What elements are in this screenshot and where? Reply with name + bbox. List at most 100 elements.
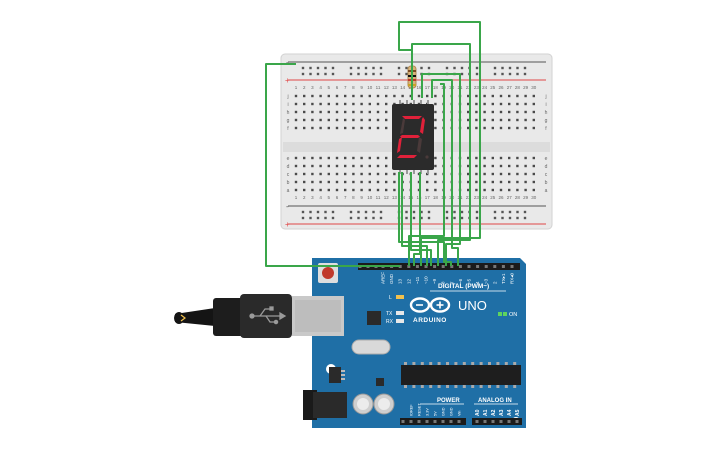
power-header-pin[interactable] bbox=[417, 420, 421, 423]
terminal-hole[interactable] bbox=[516, 172, 519, 176]
terminal-hole[interactable] bbox=[483, 126, 486, 130]
terminal-hole[interactable] bbox=[516, 102, 519, 106]
rail-hole[interactable] bbox=[331, 66, 335, 70]
jumper-wires[interactable] bbox=[265, 21, 481, 267]
terminal-hole[interactable] bbox=[508, 180, 511, 184]
terminal-hole[interactable] bbox=[467, 164, 470, 168]
rail-hole[interactable] bbox=[412, 210, 416, 214]
power-header-pin[interactable] bbox=[401, 420, 405, 423]
terminal-hole[interactable] bbox=[467, 94, 470, 98]
terminal-hole[interactable] bbox=[426, 94, 429, 98]
rail-hole[interactable] bbox=[301, 72, 305, 76]
terminal-hole[interactable] bbox=[434, 172, 437, 176]
rail-hole[interactable] bbox=[493, 72, 497, 76]
terminal-hole[interactable] bbox=[319, 118, 322, 122]
terminal-hole[interactable] bbox=[483, 118, 486, 122]
terminal-hole[interactable] bbox=[467, 102, 470, 106]
rail-hole[interactable] bbox=[412, 216, 416, 220]
terminal-hole[interactable] bbox=[499, 118, 503, 122]
analog-header-pin[interactable] bbox=[515, 420, 519, 423]
terminal-hole[interactable] bbox=[368, 118, 371, 122]
terminal-hole[interactable] bbox=[368, 110, 371, 114]
terminal-hole[interactable] bbox=[475, 94, 478, 98]
terminal-hole[interactable] bbox=[499, 94, 503, 98]
rail-hole[interactable] bbox=[445, 66, 449, 70]
terminal-hole[interactable] bbox=[434, 180, 437, 184]
terminal-hole[interactable] bbox=[499, 172, 503, 176]
terminal-hole[interactable] bbox=[327, 172, 330, 176]
terminal-hole[interactable] bbox=[352, 102, 355, 106]
terminal-hole[interactable] bbox=[327, 110, 330, 114]
rail-hole[interactable] bbox=[445, 210, 449, 214]
terminal-hole[interactable] bbox=[303, 102, 306, 106]
terminal-hole[interactable] bbox=[335, 118, 339, 122]
terminal-hole[interactable] bbox=[516, 164, 519, 168]
rail-hole[interactable] bbox=[372, 210, 375, 214]
terminal-hole[interactable] bbox=[499, 188, 503, 192]
rail-hole[interactable] bbox=[516, 66, 519, 70]
terminal-hole[interactable] bbox=[385, 118, 388, 122]
terminal-hole[interactable] bbox=[311, 172, 314, 176]
rail-hole[interactable] bbox=[508, 72, 512, 76]
terminal-hole[interactable] bbox=[524, 110, 527, 114]
rail-hole[interactable] bbox=[379, 66, 383, 70]
terminal-hole[interactable] bbox=[352, 156, 355, 160]
terminal-hole[interactable] bbox=[311, 188, 314, 192]
terminal-hole[interactable] bbox=[368, 164, 371, 168]
seven-segment-display[interactable] bbox=[392, 100, 434, 174]
terminal-hole[interactable] bbox=[294, 118, 298, 122]
terminal-hole[interactable] bbox=[311, 126, 314, 130]
header-pin-TX▸1[interactable] bbox=[501, 265, 505, 268]
terminal-hole[interactable] bbox=[311, 164, 314, 168]
terminal-hole[interactable] bbox=[417, 94, 421, 98]
rail-hole[interactable] bbox=[523, 210, 527, 214]
rail-hole[interactable] bbox=[523, 216, 527, 220]
terminal-hole[interactable] bbox=[524, 118, 527, 122]
rail-hole[interactable] bbox=[397, 72, 401, 76]
terminal-hole[interactable] bbox=[327, 164, 330, 168]
terminal-hole[interactable] bbox=[467, 180, 470, 184]
terminal-hole[interactable] bbox=[368, 126, 371, 130]
power-header-pin[interactable] bbox=[433, 420, 437, 423]
header-pin-12[interactable] bbox=[407, 265, 411, 268]
rail-hole[interactable] bbox=[460, 210, 464, 214]
wire-seg-b[interactable] bbox=[421, 73, 461, 266]
rail-hole[interactable] bbox=[516, 216, 519, 220]
rail-hole[interactable] bbox=[372, 216, 375, 220]
terminal-hole[interactable] bbox=[467, 110, 470, 114]
rail-hole[interactable] bbox=[501, 216, 504, 220]
terminal-hole[interactable] bbox=[434, 118, 437, 122]
terminal-hole[interactable] bbox=[327, 126, 330, 130]
terminal-hole[interactable] bbox=[303, 164, 306, 168]
terminal-hole[interactable] bbox=[385, 126, 388, 130]
terminal-hole[interactable] bbox=[491, 118, 494, 122]
terminal-hole[interactable] bbox=[303, 156, 306, 160]
terminal-hole[interactable] bbox=[483, 172, 486, 176]
header-pin-8[interactable] bbox=[441, 265, 445, 268]
terminal-hole[interactable] bbox=[327, 118, 330, 122]
terminal-hole[interactable] bbox=[483, 110, 486, 114]
terminal-hole[interactable] bbox=[434, 94, 437, 98]
rail-hole[interactable] bbox=[379, 216, 383, 220]
terminal-hole[interactable] bbox=[344, 102, 347, 106]
rail-hole[interactable] bbox=[453, 210, 456, 214]
rail-hole[interactable] bbox=[324, 72, 327, 76]
terminal-hole[interactable] bbox=[335, 172, 339, 176]
analog-header-pin[interactable] bbox=[483, 420, 487, 423]
rail-hole[interactable] bbox=[349, 216, 353, 220]
terminal-hole[interactable] bbox=[483, 156, 486, 160]
terminal-hole[interactable] bbox=[319, 102, 322, 106]
rail-hole[interactable] bbox=[460, 66, 464, 70]
terminal-hole[interactable] bbox=[368, 188, 371, 192]
header-pin-~3[interactable] bbox=[484, 265, 488, 268]
rail-hole[interactable] bbox=[420, 216, 423, 220]
terminal-hole[interactable] bbox=[360, 94, 363, 98]
terminal-hole[interactable] bbox=[303, 180, 306, 184]
terminal-hole[interactable] bbox=[491, 164, 494, 168]
rail-hole[interactable] bbox=[349, 210, 353, 214]
terminal-hole[interactable] bbox=[344, 188, 347, 192]
terminal-hole[interactable] bbox=[516, 126, 519, 130]
header-pin-~11[interactable] bbox=[415, 265, 419, 268]
rail-hole[interactable] bbox=[397, 66, 401, 70]
terminal-hole[interactable] bbox=[376, 118, 380, 122]
